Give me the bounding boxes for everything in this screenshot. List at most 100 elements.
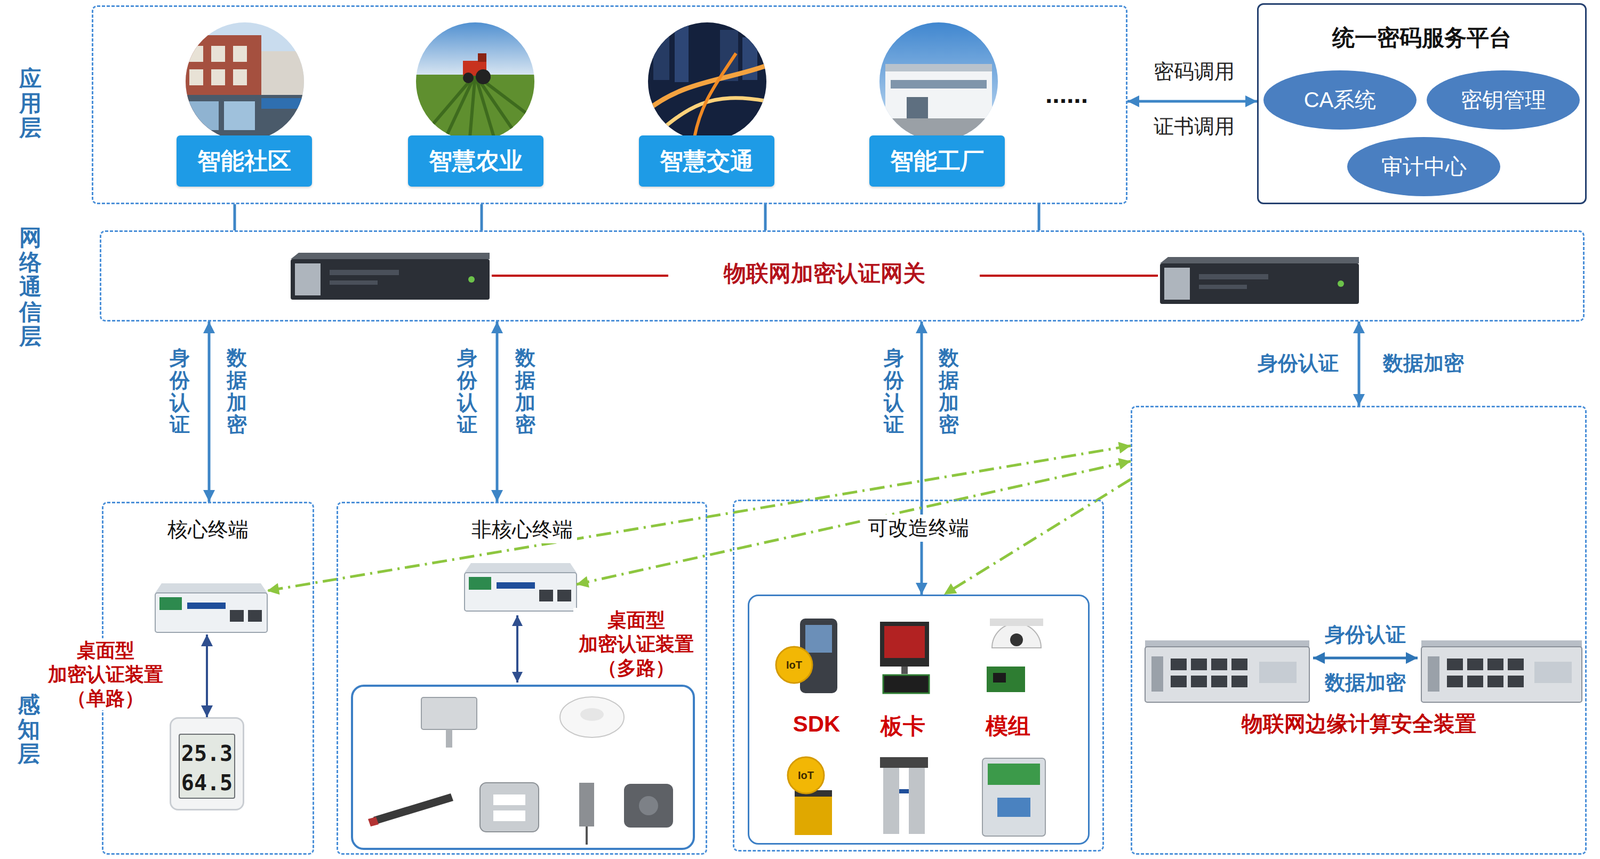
gateway-device [468, 276, 475, 283]
application-box: 智能社区 [176, 135, 312, 187]
product-box-text: 模组 [985, 711, 1031, 742]
gateway-link [491, 274, 669, 277]
agriculture-photo [477, 53, 487, 62]
community-photo [181, 21, 310, 144]
edge-security-device [1211, 675, 1228, 688]
application-box-text: 智能社区 [197, 145, 292, 178]
sensor-group [493, 810, 526, 822]
edge-label: 数据加密 [938, 347, 959, 437]
text-holder: 身份认证 [1257, 349, 1339, 378]
terminal-products [997, 797, 1031, 818]
service-ellipse: 审计中心 [1347, 137, 1501, 197]
text-holder: 数据加密 [1324, 669, 1406, 697]
factory-photo [906, 97, 928, 119]
application-box-text: 智慧农业 [428, 145, 523, 178]
ellipse-shape [1347, 137, 1501, 197]
platform-box-text: 统一密码服务平台 [1258, 22, 1586, 53]
factory-photo [885, 64, 992, 72]
text-holder: 数据加密 [226, 347, 247, 437]
edge-security-device [1421, 640, 1582, 703]
gateway-device [1160, 263, 1359, 304]
community-photo [181, 21, 310, 144]
terminal-products [880, 757, 928, 768]
community-photo [224, 101, 255, 131]
desktop-device [155, 583, 268, 594]
desktop-device [468, 577, 492, 590]
edge-security-device [1259, 661, 1297, 684]
edge-label: 身份认证 [1324, 621, 1406, 649]
text-holder: 密码调用 [1153, 58, 1235, 86]
terminal-products [989, 618, 1044, 627]
connector-arrow [205, 634, 208, 718]
terminal-products [787, 757, 824, 794]
traffic-photo [653, 32, 670, 80]
connector-arrow [480, 204, 484, 231]
edge-security-device [1190, 658, 1207, 671]
factory-photo [874, 21, 1003, 151]
sensor-display-text: 64.5 [181, 770, 233, 796]
terminal-region: 核心终端桌面型 加密认证装置 （单路）25.364.5 [101, 501, 315, 855]
desktop-device [464, 572, 577, 612]
edge-security-device [1507, 675, 1524, 688]
edge-security-device [1211, 658, 1228, 671]
layer-label: 感知层 [17, 692, 40, 767]
sensor-group [373, 793, 454, 825]
terminal-region-text: 可改造终端 [863, 514, 974, 542]
text-holder: 25.3 [171, 741, 243, 766]
terminal-products [993, 673, 1006, 683]
gateway-device [1198, 284, 1247, 290]
edge-label: 身份认证 [1257, 349, 1339, 378]
device-link-arrow [1313, 657, 1418, 660]
edge-security-device [1170, 658, 1187, 671]
layer-label: 网络通信层 [19, 225, 42, 349]
text-holder: 核心终端 [103, 516, 313, 544]
community-photo [187, 101, 219, 131]
text-holder: 网络通信层 [19, 225, 42, 349]
edge-region-text: 物联网边缘计算安全装置 [1241, 709, 1477, 739]
edge-security-device [1507, 658, 1524, 671]
text-holder: 证书调用 [1153, 113, 1235, 141]
traffic-photo [674, 23, 689, 83]
gateway-device [290, 259, 490, 300]
terminal-products [883, 768, 900, 835]
edge-security-device [1446, 658, 1463, 671]
agriculture-photo [416, 74, 539, 144]
edge-security-device [1487, 675, 1504, 688]
application-box: 智慧交通 [638, 135, 775, 187]
traffic-photo [650, 98, 768, 139]
layer-region: 应用层智能社区智慧农业智慧交通智能工厂 [91, 5, 1128, 205]
edge-label: 数据加密 [1324, 669, 1406, 697]
dashdot-arrow [576, 461, 1131, 585]
text-holder: 桌面型 加密认证装置 （单路） [41, 638, 170, 711]
terminal-products [1010, 633, 1023, 647]
desktop-device [539, 589, 554, 602]
text-holder: 身份认证 [883, 347, 904, 437]
terminal-products [992, 623, 1042, 648]
desktop-device [464, 563, 577, 612]
sensor-group [352, 685, 694, 850]
sensor-group [516, 615, 519, 683]
gateway-link [979, 274, 1158, 277]
community-photo [189, 45, 204, 62]
edge-security-device [1534, 661, 1572, 684]
sensor-group [579, 782, 595, 827]
connector-arrow [1127, 100, 1258, 103]
terminal-products [982, 758, 1046, 837]
sensor-display: 25.3 64.5 [169, 717, 245, 811]
terminal-products [986, 666, 1026, 693]
connector-arrow [1357, 321, 1361, 406]
sensor-group [560, 697, 624, 738]
sensor-group [368, 817, 379, 827]
edge-security-device [1421, 646, 1582, 703]
sensor-display-text: 25.3 [181, 741, 233, 766]
text-holder: 非核心终端 [338, 516, 706, 544]
product-box-text: SDK [793, 711, 841, 738]
edge-security-device [1427, 656, 1440, 692]
connector-arrow [920, 321, 924, 595]
edge-security-device [1467, 675, 1484, 688]
text-holder: 数据加密 [938, 347, 959, 437]
factory-photo [890, 80, 987, 89]
sensor-group [445, 729, 453, 748]
text-holder: 物联网加密认证网关 [723, 258, 926, 289]
desktop-device [496, 582, 535, 589]
